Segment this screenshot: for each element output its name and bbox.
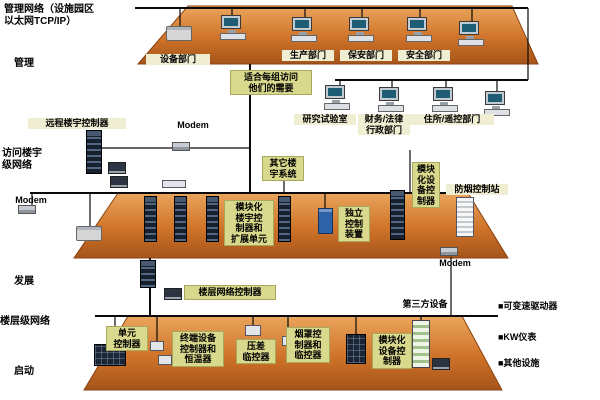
label-other-building-systems: 其它楼 宇系统 <box>262 156 304 182</box>
printer-icon <box>76 226 102 241</box>
workstation-icon <box>291 17 317 42</box>
label-terminal-controller: 终端设备 控制器和 恒温器 <box>172 331 224 367</box>
smoke-control-station-icon <box>456 197 474 237</box>
laptop-icon <box>110 176 128 188</box>
floor-network-controller-icon <box>140 260 156 288</box>
label-hood-controller: 烟罩控 制器和 临控器 <box>286 327 330 363</box>
label-finance-legal: 财务/法律 行政部门 <box>358 114 410 136</box>
building-controller-icon <box>206 196 219 242</box>
label-pressure-monitor: 压差 临控器 <box>236 339 276 365</box>
legend-item-variable-speed-drive: ■可变速驱动器 <box>498 301 558 311</box>
side-label-development: 发展 <box>14 276 34 287</box>
label-independent-control: 独立 控制 装置 <box>338 206 370 242</box>
legend-item-kw-meter: ■KW仪表 <box>498 332 537 342</box>
label-access-note: 适合每组访问 他们的需要 <box>230 70 312 96</box>
label-security-dept: 保安部门 <box>340 50 392 61</box>
workstation-icon <box>324 85 350 110</box>
printer-icon <box>166 26 192 41</box>
workstation-icon <box>484 91 510 116</box>
diagram-title: 管理网络（设施园区 以太网TCP/IP） <box>4 4 94 27</box>
workstation-icon <box>432 87 458 112</box>
label-modular-equipment-controller: 模块 化设 备控 制器 <box>412 162 440 209</box>
label-production-dept: 生产部门 <box>282 50 334 61</box>
modem-icon <box>440 247 458 256</box>
label-modem-top: Modem <box>177 120 209 130</box>
modem-icon <box>172 142 190 151</box>
label-residence-remote: 住所/遥控部门 <box>410 114 494 125</box>
laptop-icon <box>164 288 182 300</box>
independent-control-device-icon <box>318 208 333 234</box>
workstation-icon <box>378 87 404 112</box>
legend-item-other-facilities: ■其他设施 <box>498 358 540 368</box>
device-strip-icon <box>162 180 186 188</box>
building-controller-icon <box>174 196 187 242</box>
modular-equipment-controller-icon <box>390 190 405 240</box>
laptop-icon <box>432 358 450 370</box>
workstation-icon <box>406 17 432 42</box>
modular-equipment-controller-icon <box>412 320 430 368</box>
thermostat-icon <box>158 355 172 365</box>
label-modem-left: Modem <box>15 195 47 205</box>
side-label-access: 访问楼宇 级网络 <box>2 148 42 171</box>
label-third-party: 第三方设备 <box>402 299 448 309</box>
building-controller-icon <box>144 196 157 242</box>
laptop-icon <box>108 162 126 174</box>
pressure-monitor-icon <box>245 325 261 336</box>
label-unit-controller: 单元 控制器 <box>106 326 148 352</box>
label-smoke-control-station: 防烟控制站 <box>446 184 508 195</box>
label-floor-network-controller: 楼层网络控制器 <box>184 285 276 300</box>
remote-building-controller-icon <box>86 130 102 174</box>
workstation-icon <box>348 17 374 42</box>
label-research-lab: 研究试验室 <box>294 114 356 125</box>
building-controller-icon <box>278 196 291 242</box>
label-modular-equipment-controller-floor: 模块化 设备控 制器 <box>372 333 412 369</box>
side-label-startup: 启动 <box>14 366 34 377</box>
label-safety-dept: 安全部门 <box>398 50 450 61</box>
side-label-management: 管理 <box>14 58 34 69</box>
controller-box-icon <box>346 334 366 364</box>
label-remote-building-controller: 远程楼宇控制器 <box>28 118 126 129</box>
workstation-icon <box>458 21 484 46</box>
label-modem-right: Modem <box>439 258 471 268</box>
modem-icon <box>18 205 36 214</box>
workstation-icon <box>220 15 246 40</box>
label-modular-building-controller: 模块化 楼宇控 制器和 扩展单元 <box>224 200 274 247</box>
side-label-floor: 楼层级网络 <box>0 316 50 327</box>
label-equipment-dept: 设备部门 <box>146 54 210 65</box>
thermostat-icon <box>150 341 164 351</box>
